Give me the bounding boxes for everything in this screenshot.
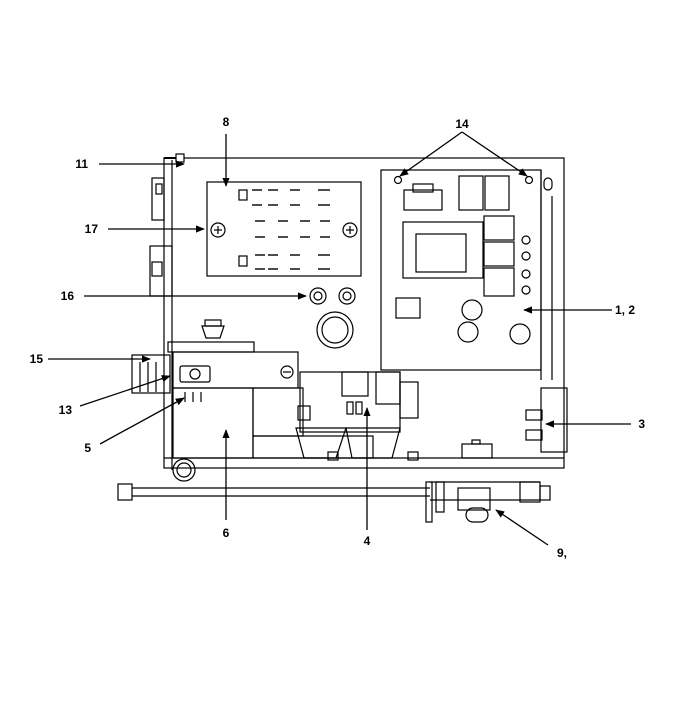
label-panel (206, 181, 362, 277)
callout-3: 3 (638, 417, 645, 431)
leader-9 (495, 509, 549, 546)
callout-6: 6 (223, 526, 230, 540)
left-bracket (151, 177, 165, 221)
callout-14: 14 (455, 117, 469, 131)
control-board (380, 169, 542, 371)
callout-9: 9, (557, 546, 567, 560)
chassis-plate (163, 157, 565, 469)
callout-8: 8 (223, 115, 230, 129)
left-clip (149, 245, 173, 297)
callout-15: 15 (30, 352, 44, 366)
clip-15 (131, 354, 171, 394)
leader-13 (79, 375, 171, 407)
leader-14a (399, 131, 463, 177)
callout-17: 17 (85, 222, 99, 236)
callout-4: 4 (364, 534, 371, 548)
callout-13: 13 (59, 403, 73, 417)
callout-5: 5 (84, 441, 91, 455)
callout-11: 11 (75, 157, 88, 171)
callout-1-2: 1, 2 (615, 303, 635, 317)
leader-5 (99, 397, 185, 445)
leader-14b (461, 131, 528, 177)
callout-16: 16 (61, 289, 75, 303)
right-connector (540, 387, 568, 453)
